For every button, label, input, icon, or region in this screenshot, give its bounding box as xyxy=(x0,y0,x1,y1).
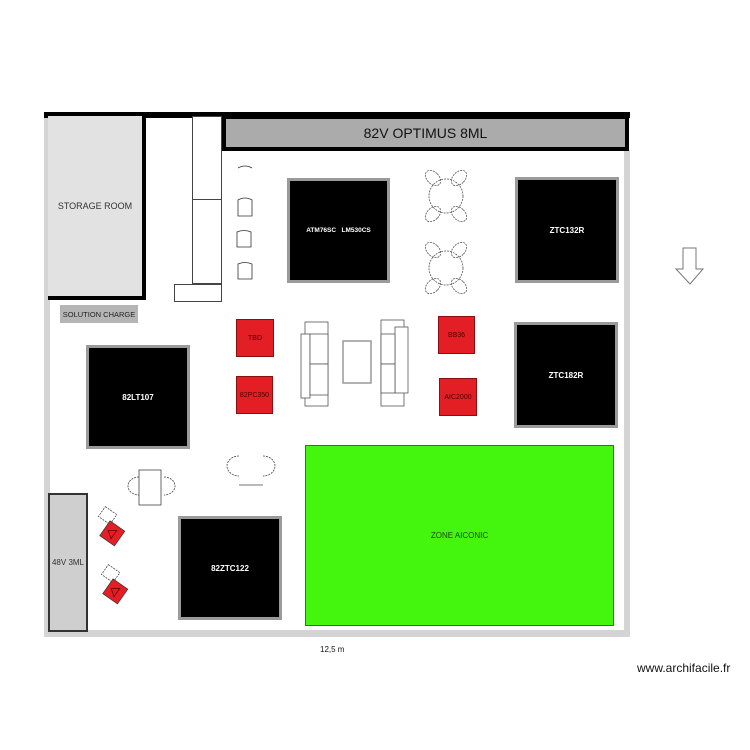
storage-room-label: STORAGE ROOM xyxy=(57,201,133,211)
machine-label: ZTC182R xyxy=(548,370,584,380)
unit-tbd[interactable]: TBD xyxy=(236,319,274,357)
machine-label: 82ZTC122 xyxy=(211,563,249,573)
battery-label: 48V 3ML xyxy=(51,558,85,567)
unit-82pc350[interactable]: 82PC350 xyxy=(236,376,273,414)
counter-lower[interactable] xyxy=(192,199,222,284)
scrubber-icon xyxy=(97,506,129,605)
bottom-wall xyxy=(44,630,630,637)
machine-atm76sc-lm530cs[interactable]: ATM76SC LM530CS xyxy=(287,178,390,283)
machine-label: 82LT107 xyxy=(122,392,154,402)
coffee-table-icon xyxy=(342,340,372,384)
unit-label: TBD xyxy=(248,334,262,342)
zone-aiconic[interactable]: ZONE AICONIC xyxy=(305,445,614,626)
left-wall xyxy=(44,115,50,637)
unit-aic2000[interactable]: AIC2000 xyxy=(439,378,477,416)
unit-label: 82PC350 xyxy=(239,391,270,399)
counter-upper[interactable] xyxy=(192,116,222,200)
arrow-down-icon xyxy=(674,247,705,285)
machine-label: ZTC132R xyxy=(549,225,585,235)
solution-charge[interactable]: SOLUTION CHARGE xyxy=(60,305,138,323)
stool-icons xyxy=(236,165,253,280)
machine-82lt107[interactable]: 82LT107 xyxy=(86,345,190,449)
zone-label: ZONE AICONIC xyxy=(430,531,489,540)
sofa-icon xyxy=(300,319,409,407)
unit-label: BB36 xyxy=(447,331,466,339)
machine-82ztc122[interactable]: 82ZTC122 xyxy=(178,516,282,620)
counter-end[interactable] xyxy=(174,284,222,302)
machine-ztc182r[interactable]: ZTC182R xyxy=(514,322,618,428)
watermark-link[interactable]: www.archifacile.fr xyxy=(637,661,731,675)
battery-48v-3ml[interactable]: 48V 3ML xyxy=(48,493,88,632)
unit-bb36[interactable]: BB36 xyxy=(438,316,475,354)
machine-ztc132r[interactable]: ZTC132R xyxy=(515,177,619,283)
round-table-icon xyxy=(424,169,468,295)
plan-title: 82V OPTIMUS 8ML xyxy=(363,125,488,141)
right-wall xyxy=(624,150,630,637)
machine-label: ATM76SC LM530CS xyxy=(306,227,371,234)
table-with-chairs-icon xyxy=(127,448,276,506)
optimus-banner[interactable]: 82V OPTIMUS 8ML xyxy=(222,115,629,151)
storage-room[interactable]: STORAGE ROOM xyxy=(48,116,146,300)
scale-label: 12,5 m xyxy=(320,645,345,654)
unit-label: AIC2000 xyxy=(444,393,472,401)
solution-charge-label: SOLUTION CHARGE xyxy=(62,309,136,319)
